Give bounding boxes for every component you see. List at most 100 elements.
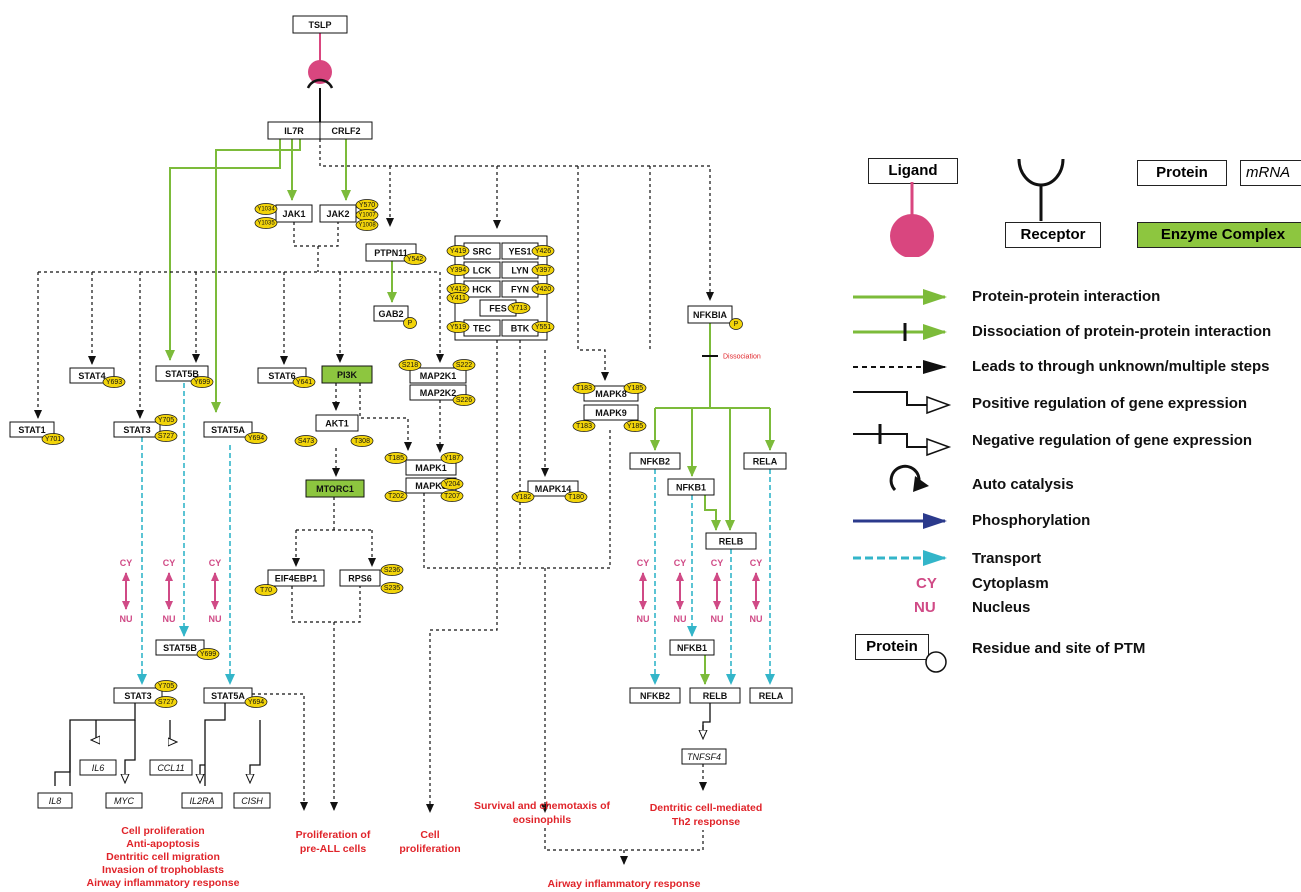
stat4-residue-label: Y693 [106,379,122,386]
src-node-label: SRC [472,247,492,257]
il2ra-gene [181,792,223,809]
lck-residue [446,264,470,276]
yes1-residue-label: Y426 [535,248,551,255]
stat5b-nucleus-node-label: STAT5B [163,643,197,653]
legend-cytoplasm-label: Cytoplasm [972,575,1049,592]
btk-residue [531,321,555,333]
stat6-residue [292,376,316,388]
yes1-node-label: YES1 [508,247,531,257]
pi3k-node-label: PI3K [337,370,358,380]
stat3-nucleus-residue-2-label: S727 [158,699,174,706]
ptpn11-residue [403,253,427,265]
receptor-nfkbia [319,139,714,301]
outcome-merge [544,828,704,851]
stat3-nucleus-residue-1-label: Y705 [158,683,174,690]
stat5a-node [203,421,253,438]
cynu-relb-nu: NU [711,614,724,624]
legend-mrna-box: mRNA [1240,160,1301,186]
lck-node-label: LCK [473,266,492,276]
relb-tnfsf4-stem [702,703,711,736]
mapk9-node-label: MAPK9 [595,408,627,418]
mapk14-residue-2-label: T180 [568,494,584,501]
map2k1-residue-1-label: S218 [402,362,418,369]
stat5a-nucleus-node-label: STAT5A [211,691,245,701]
nfkb2-node [629,452,681,470]
btk-residue-label: Y551 [535,324,551,331]
stat5b-node [155,365,209,382]
nfkbia-node [687,305,733,324]
nfkb1-node-label: NFKB1 [676,483,706,493]
tnfsf4-gene [681,748,727,765]
lck-residue-label: Y394 [450,267,466,274]
mapk3-residue-2 [384,490,408,502]
legend-dissociation-label: Dissociation of protein-protein interact… [972,323,1272,340]
legend-ligand-box: Ligand [868,158,958,184]
stat4-node [69,367,115,384]
map2k2-residue [452,394,476,406]
crlf2-node [319,121,373,140]
map2k2-node [409,384,467,401]
eif4ebp1-node [267,569,325,587]
stat5b-residue-label: Y699 [194,379,210,386]
mapk-bottom-loop [423,430,611,569]
hck-residue-2-label: Y411 [450,295,466,302]
outcome-cell-proliferation: Cell proliferation [121,825,204,837]
mapk14-residue-2 [564,491,588,503]
stat3-myc [125,720,136,782]
outcome-dc-2: Th2 response [672,816,740,828]
jak2-node-label: JAK2 [326,209,349,219]
stat6-node-label: STAT6 [268,371,295,381]
relb-nucleus-node [689,687,741,704]
rps6-node [339,569,381,587]
jak1-node-label: JAK1 [282,209,305,219]
mapk8-residue-1-label: T183 [576,385,592,392]
ccl11-gene [149,759,193,776]
mapk1-node-label: MAPK1 [415,463,447,473]
src-residue-label: Y419 [450,248,466,255]
legend-nucleus-label: Nucleus [972,599,1031,616]
jak-junction [293,222,339,247]
nfkbia-residue [729,318,743,330]
lyn-residue-label: Y397 [535,267,551,274]
hck-node-label: HCK [472,285,492,295]
tslp-node [292,15,348,34]
jak1-residue-1-label: Y1034 [257,207,275,213]
fes-residue [507,302,531,314]
mapk3-node-label: MAPK3 [415,481,447,491]
mapk8-residue-1 [572,382,596,394]
nfkb1-nucleus-node [669,639,715,656]
stat3-residue-1-label: Y705 [158,417,174,424]
rela-nucleus-node [749,687,793,704]
to-mapk8 [577,220,609,381]
ligand-icon [308,60,332,84]
map2k1-node-label: MAP2K1 [420,371,457,381]
nfkbia-node-label: NFKBIA [693,310,727,320]
mapk3-residue-3-label: T207 [444,493,460,500]
outcome-trophoblasts: Invasion of trophoblasts [102,864,224,876]
stat1-node-label: STAT1 [18,425,45,435]
il8-gene-label: IL8 [49,796,62,806]
stat5b-nucleus-residue-label: Y699 [200,651,216,658]
mapk8-residue-2 [623,382,647,394]
eif4ebp1-residue-label: T70 [260,587,272,594]
mapk14-residue-1 [511,491,535,503]
nfkb2-nucleus-node-label: NFKB2 [640,691,670,701]
stat3-ccl11 [170,720,176,742]
mtorc1-node-label: MTORC1 [316,484,354,494]
gab2-residue-label: P [408,320,413,327]
stat5b-residue [190,376,214,388]
map2k2-node-label: MAP2K2 [420,388,457,398]
nfkb1-relb [704,492,721,531]
legend-unknown-label: Leads to through unknown/multiple steps [972,358,1270,375]
il2ra-gene-label: IL2RA [189,796,214,806]
rps6-node-label: RPS6 [348,574,372,584]
legend-ligand-icon [890,182,934,257]
outcome-dc-1: Dentritic cell-mediated [650,802,763,814]
mapk3-residue-2-label: T202 [388,493,404,500]
nfkb2-nucleus-node [629,687,681,704]
jak2-residue-1-label: Y570 [359,202,375,209]
gab2-node-label: GAB2 [378,309,403,319]
btk-node-label: BTK [511,324,530,334]
